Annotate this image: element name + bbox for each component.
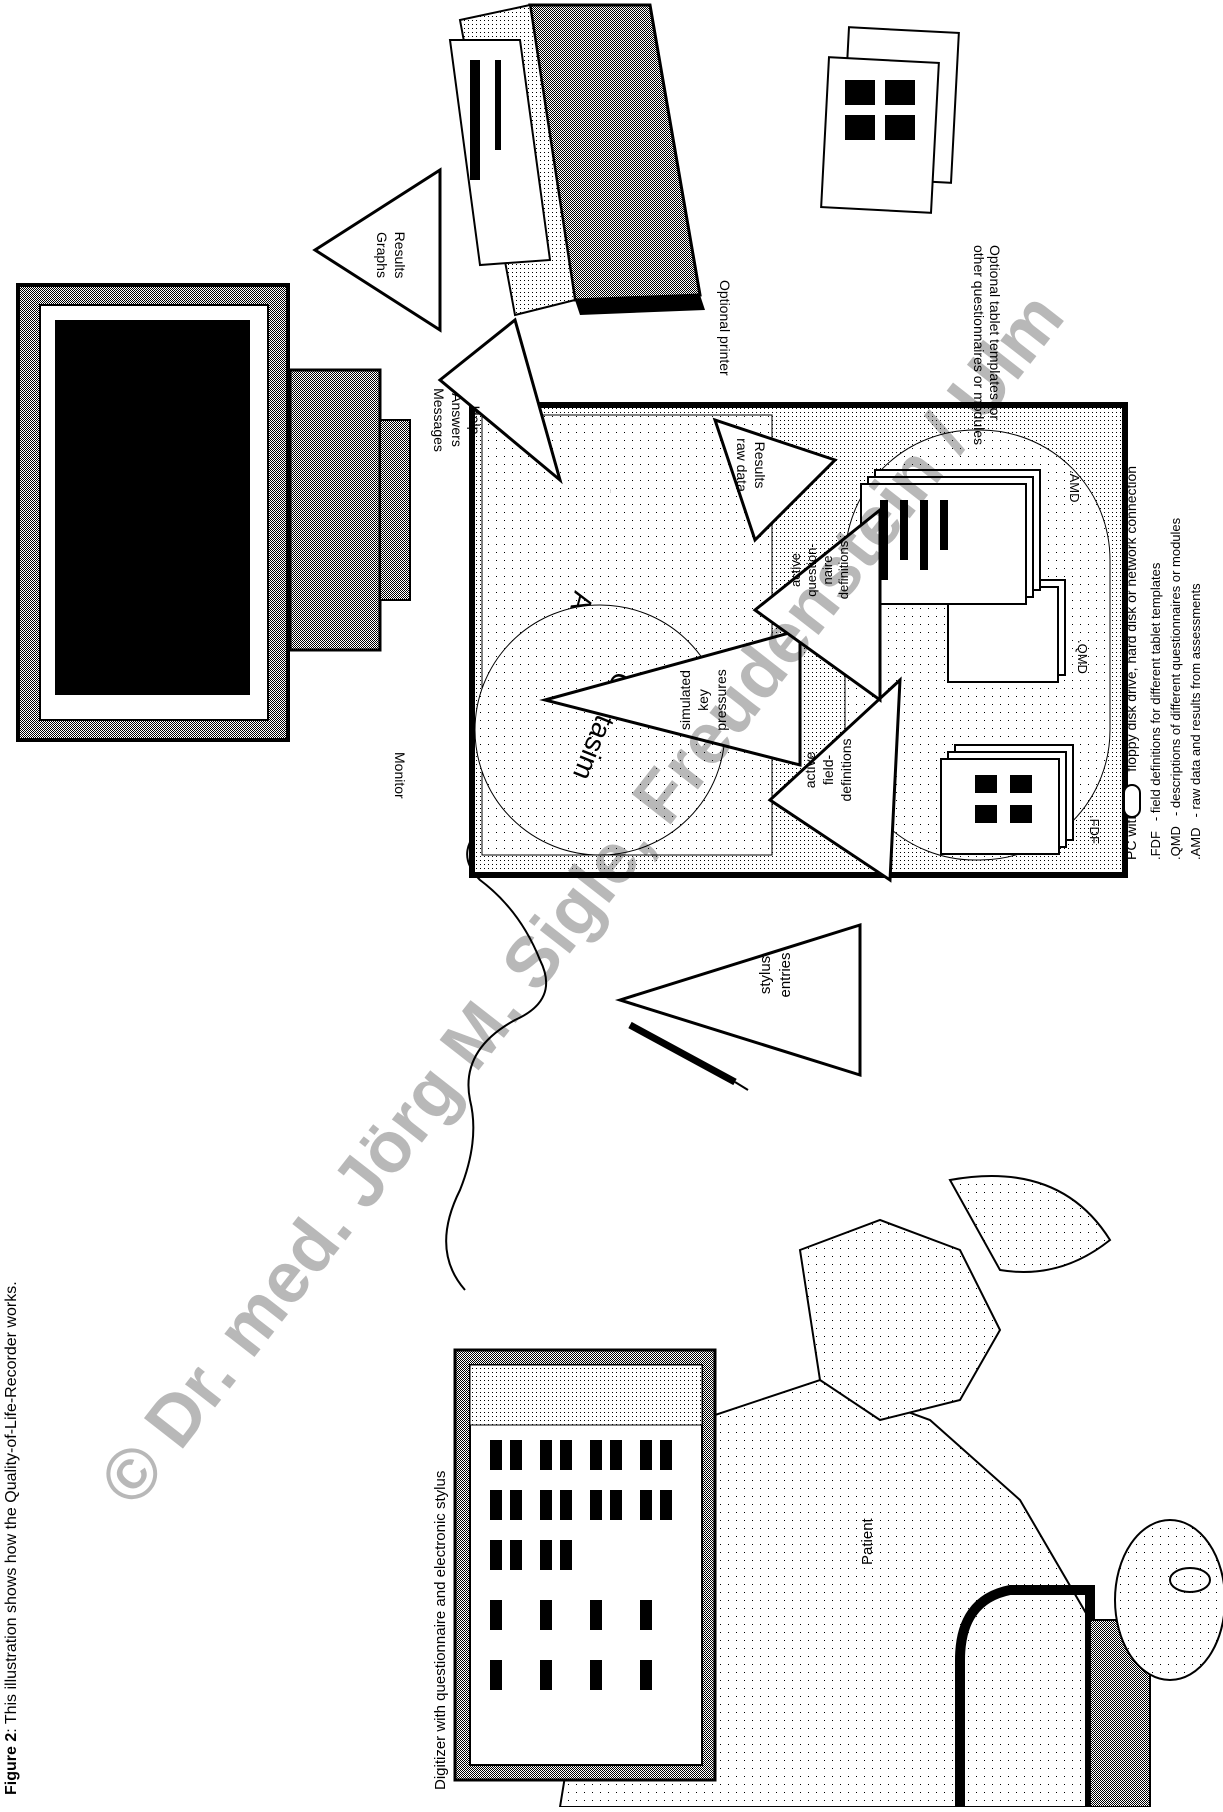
templates-label: Optional tablet templates forother quest… [971,245,1003,445]
digitizer-label: Digitizer with questionnaire and electro… [432,1471,449,1790]
file-label-qmd: .QMD [1075,640,1090,674]
pc-legend-title: PC withfloppy disk drive, hard disk or n… [1123,466,1139,860]
patient-label: Patient [859,1517,876,1565]
questionnaire-grid [490,1440,672,1690]
monitor [16,283,411,742]
tablet-templates [820,26,960,214]
svg-text:Resultsraw data: Resultsraw data [734,438,768,492]
file-label-fdf: .FDF [1087,815,1102,844]
printer [448,3,705,317]
legend-fdf: .FDF- field definitions for different ta… [1148,562,1163,860]
printer-label: Optional printer [717,280,733,376]
triangle-help-answers-messages: HelpAnswersMessages [431,317,563,485]
legend-amd: .AMD- raw data and results from assessme… [1188,583,1203,860]
file-stack-amd [860,469,1041,605]
triangle-questionnaire-definitions: activequestion-nairedefinitions [752,506,882,703]
legend-qmd: .QMD- descriptions of different question… [1168,517,1183,860]
triangle-results-raw-data: Resultsraw data [712,417,838,543]
svg-text:activequestion-nairedefinition: activequestion-nairedefinitions [788,540,851,599]
file-label-amd: .AMD [1067,470,1082,503]
stylus-pen [628,1021,749,1091]
monitor-label: Monitor [392,752,408,799]
anyquest-label: Gratasim [609,489,612,493]
pc-legend: PC withfloppy disk drive, hard disk or n… [1123,466,1203,860]
file-stack-fdf [940,744,1074,855]
svg-text:HelpAnswersMessages: HelpAnswersMessages [431,388,483,452]
figure-caption: Figure 2: This illustration shows how th… [3,1281,20,1795]
triangle-results-graphs: ResultsGraphs [312,167,442,333]
svg-text:ResultsGraphs: ResultsGraphs [374,232,408,279]
floppy-drive-icon [1123,784,1141,818]
stylus-cord [445,819,548,1291]
